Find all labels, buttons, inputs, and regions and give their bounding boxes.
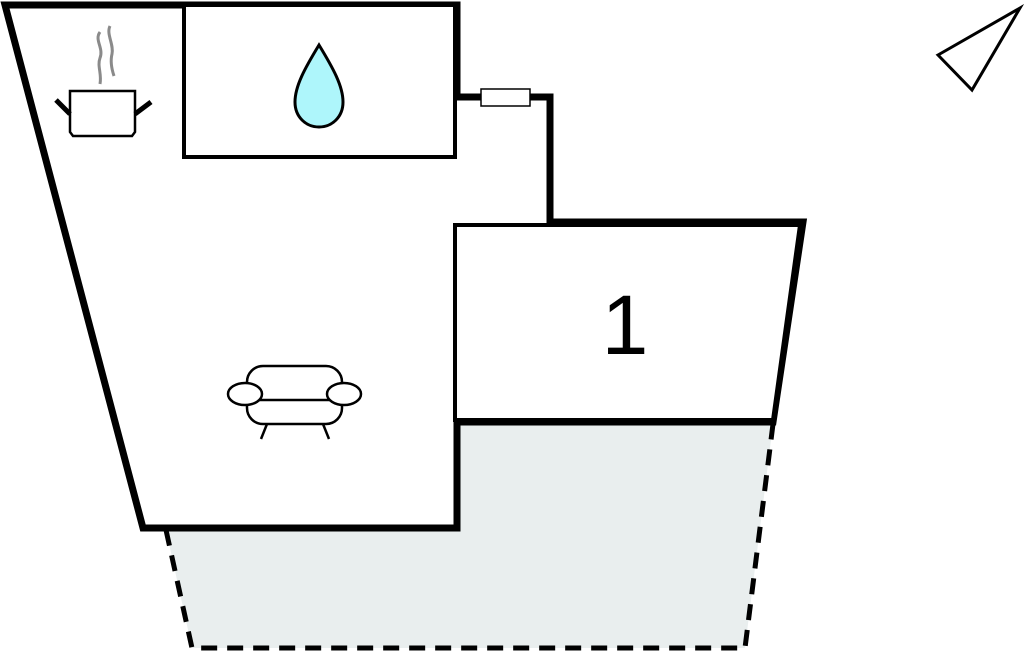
sofa-icon xyxy=(226,364,363,440)
bedroom-label: 1 xyxy=(602,278,649,372)
door-opening xyxy=(480,88,531,107)
cooking-pot-icon xyxy=(54,25,153,138)
water-drop-icon xyxy=(293,42,345,129)
terrace xyxy=(163,423,776,651)
bedroom xyxy=(453,223,803,422)
north-arrow-icon xyxy=(935,3,1024,93)
